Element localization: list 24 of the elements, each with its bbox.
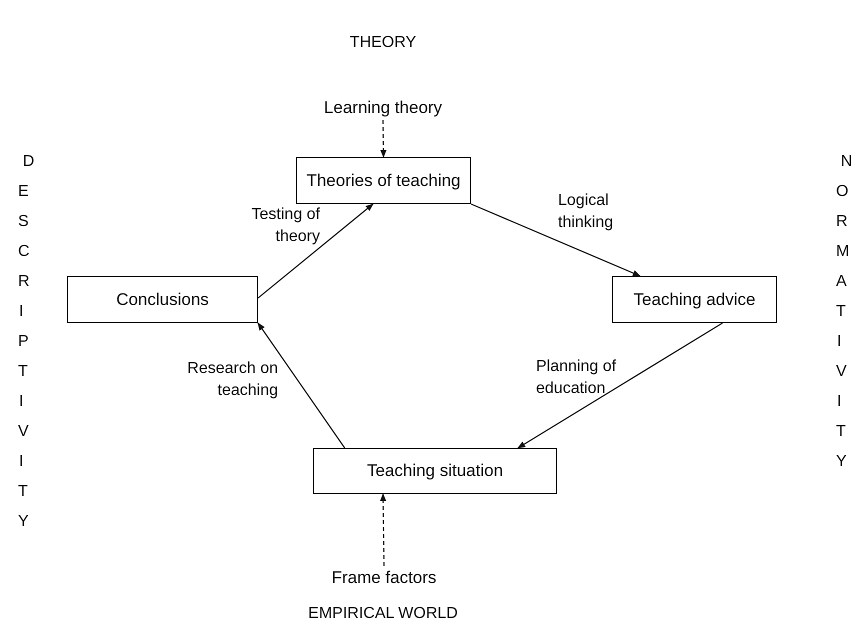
axis-label: DESCRIPTIVITY — [18, 152, 34, 532]
arrow — [258, 322, 346, 448]
edge-label: Planning of education — [536, 357, 618, 399]
process-box — [612, 276, 777, 323]
arrow — [470, 203, 641, 277]
process-box — [313, 448, 557, 494]
edge-label: Research on teaching — [186, 359, 278, 401]
edge-label: Logical thinking — [558, 191, 614, 233]
edge-label: Testing of theory — [250, 205, 320, 247]
arrow — [380, 120, 387, 158]
arrow — [258, 204, 374, 299]
input-label: Learning theory — [324, 98, 442, 118]
process-box — [67, 276, 258, 323]
process-box — [296, 157, 471, 204]
box-label: Conclusions — [116, 290, 209, 310]
box-label: Teaching situation — [366, 461, 504, 481]
axis-label: NORMATIVITY — [836, 152, 852, 472]
axis-label: EMPIRICAL WORLD — [308, 605, 458, 623]
axis-label: THEORY — [350, 34, 416, 52]
box-label: Theories of teaching — [306, 170, 461, 190]
arrow — [517, 322, 723, 449]
arrow — [380, 493, 386, 566]
input-label: Frame factors — [332, 568, 436, 588]
box-label: Teaching advice — [634, 290, 756, 310]
